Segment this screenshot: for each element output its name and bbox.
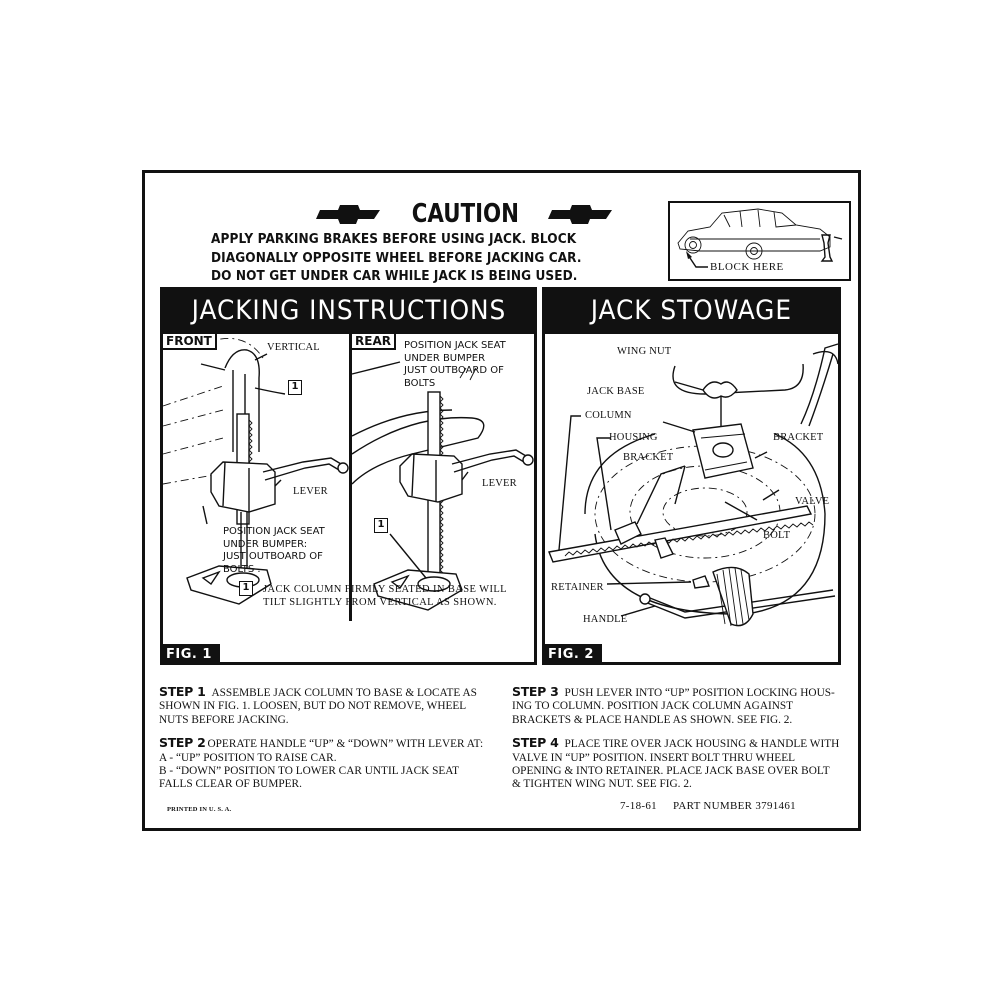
printed-in-usa: PRINTED IN U. S. A. <box>167 806 232 813</box>
bowtie-emblem-icon <box>315 205 380 224</box>
step-1-heading: STEP 1 <box>159 684 206 699</box>
jack-stowage-title: JACK STOWAGE <box>542 287 841 334</box>
wing-nut-label: WING NUT <box>617 346 672 357</box>
caution-header: CAUTION <box>275 197 655 231</box>
front-tag: FRONT <box>163 334 217 350</box>
jack-base-label: JACK BASE <box>587 386 645 397</box>
callout-1-box: 1 <box>374 518 388 533</box>
print-date: 7-18-61 <box>620 800 657 812</box>
rear-figure: REAR POSITION JACK SEAT UNDER BUMPER JUS… <box>349 334 534 621</box>
vertical-label: VERTICAL <box>267 342 320 353</box>
caution-line: APPLY PARKING BRAKES BEFORE USING JACK. … <box>211 232 577 247</box>
note-callout-1-box: 1 <box>239 581 253 596</box>
step-4-heading: STEP 4 <box>512 735 559 751</box>
caution-line: DIAGONALLY OPPOSITE WHEEL BEFORE JACKING… <box>211 250 582 266</box>
caution-title: CAUTION <box>411 199 519 229</box>
part-number: PART NUMBER 3791461 <box>672 800 796 812</box>
bracket-center-label: BRACKET <box>623 452 674 463</box>
step-2-heading: STEP 2 <box>159 735 206 751</box>
housing-label: HOUSING <box>609 432 658 443</box>
bolt-label: BOLT <box>763 530 791 541</box>
lever-label: LEVER <box>293 486 328 497</box>
jacking-instructions-panel: JACKING INSTRUCTIONS <box>160 287 537 665</box>
rear-jack-illustration <box>351 361 534 611</box>
step-3-heading: STEP 3 <box>512 684 559 699</box>
fig-1-label: FIG. 1 <box>160 644 220 665</box>
valve-label: VALVE <box>795 496 830 507</box>
tilt-note: JACK COLUMN FIRMLY SEATED IN BASE WILL T… <box>263 584 507 608</box>
caution-decal: CAUTION APPLY PARKING BRAKES BEFORE USIN… <box>142 170 861 831</box>
front-jack-illustration <box>162 337 349 605</box>
rear-position-note: POSITION JACK SEAT UNDER BUMPER JUST OUT… <box>404 340 506 389</box>
car-with-jack-illustration <box>677 208 843 268</box>
rear-tag: REAR <box>352 334 396 350</box>
bracket-right-label: BRACKET <box>773 432 824 443</box>
retainer-label: RETAINER <box>551 582 604 593</box>
block-here-diagram: BLOCK HERE <box>668 201 851 281</box>
fig-2-label: FIG. 2 <box>542 644 602 665</box>
handle-label: HANDLE <box>583 614 628 625</box>
stowage-illustration <box>548 343 839 627</box>
caution-warning-text: APPLY PARKING BRAKES BEFORE USING JACK. … <box>211 231 597 287</box>
footer-part-info: 7-18-61 PART NUMBER 3791461 <box>620 800 796 812</box>
column-label: COLUMN <box>585 410 632 421</box>
caution-line: DO NOT GET UNDER CAR WHILE JACK IS BEING… <box>211 269 578 284</box>
block-here-label: BLOCK HERE <box>710 261 784 273</box>
jack-stowage-panel: JACK STOWAGE <box>542 287 841 665</box>
jacking-instructions-title: JACKING INSTRUCTIONS <box>160 287 537 334</box>
bowtie-emblem-icon <box>548 205 613 224</box>
front-position-note: POSITION JACK SEAT UNDER BUMPER: JUST OU… <box>223 526 325 575</box>
front-figure: FRONT VERTICAL 1 LEVER POSITION JACK SEA… <box>162 334 349 621</box>
callout-1-box: 1 <box>288 380 302 395</box>
lever-label: LEVER <box>482 478 517 489</box>
